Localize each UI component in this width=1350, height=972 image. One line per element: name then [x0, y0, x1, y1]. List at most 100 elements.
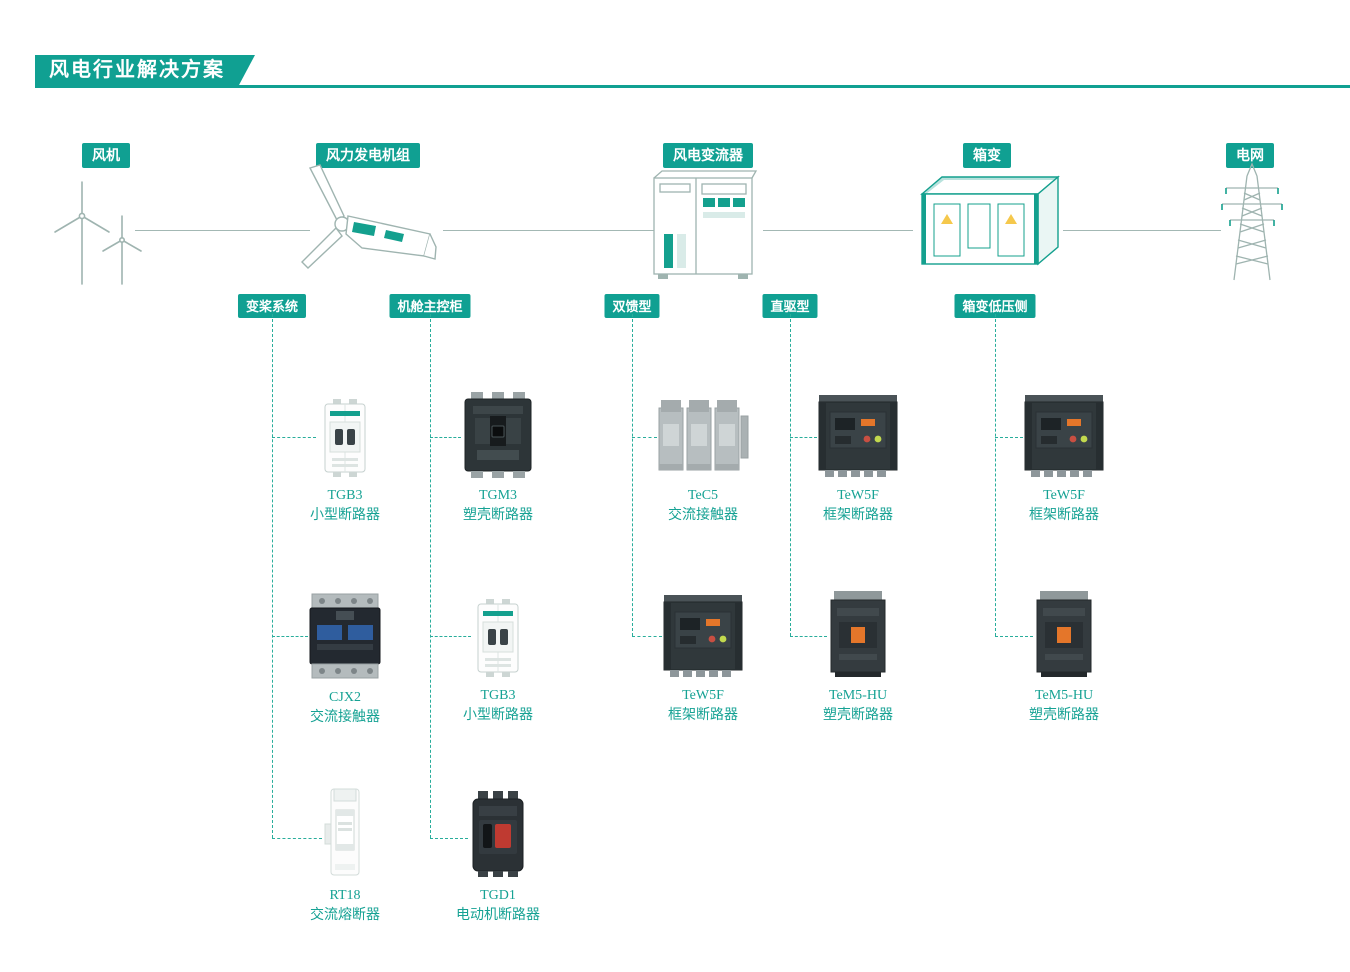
product-model: TeW5F	[837, 488, 879, 503]
converter-cabinet-illustration	[650, 168, 760, 288]
connector-stub	[995, 636, 1033, 637]
nacelle-illustration	[298, 162, 443, 295]
wind-turbines-illustration	[52, 166, 147, 293]
product-model: TGB3	[327, 488, 363, 503]
wind-turbines-icon	[54, 181, 142, 285]
connector-stub	[430, 838, 468, 839]
mccb-product-image	[1033, 590, 1095, 678]
connector-vline-direct-drive	[790, 314, 791, 636]
ac-contactor-product-image	[307, 592, 383, 680]
product-card: TeW5F 框架断路器	[633, 592, 773, 727]
connector-stub	[430, 437, 461, 438]
product-card: RT18 交流熔断器	[275, 786, 415, 927]
mccb-product-image	[827, 590, 889, 678]
connector-stub	[790, 437, 817, 438]
product-type: 交流熔断器	[310, 908, 380, 924]
acb-product-image	[662, 592, 744, 678]
product-type: 小型断路器	[463, 708, 533, 724]
product-model: TeM5-HU	[828, 688, 888, 703]
product-card: TGB3 小型断路器	[428, 598, 568, 727]
column-label-doubly-fed: 双馈型	[604, 294, 660, 318]
connector-vline-box-lv-side	[995, 314, 996, 636]
product-type: 框架断路器	[668, 708, 738, 724]
flow-label-wind-power-converter: 风电变流器	[663, 143, 753, 168]
connector-vline-pitch-system	[272, 314, 273, 838]
column-label-nacelle-main-control-cabinet: 机舱主控柜	[389, 294, 471, 318]
product-caption: RT18 交流熔断器	[275, 886, 415, 927]
product-caption: TeW5F 框架断路器	[633, 686, 773, 727]
product-model: CJX2	[329, 690, 361, 705]
product-caption: TeM5-HU 塑壳断路器	[788, 686, 928, 727]
product-type: 框架断路器	[1029, 508, 1099, 524]
connector-vline-doubly-fed	[632, 314, 633, 636]
column-label-direct-drive: 直驱型	[762, 294, 818, 318]
product-model: TeW5F	[1043, 488, 1085, 503]
product-type: 交流接触器	[310, 710, 380, 726]
product-card: TeM5-HU 塑壳断路器	[788, 590, 928, 727]
mcb-product-image	[471, 598, 525, 678]
flow-connector-line	[135, 230, 310, 231]
nacelle-icon	[301, 164, 437, 269]
box-substation-illustration	[912, 170, 1062, 278]
product-card: TeW5F 框架断路器	[994, 392, 1134, 527]
page-title: 风电行业解决方案	[35, 55, 255, 85]
product-caption: TeW5F 框架断路器	[994, 486, 1134, 527]
fuse-product-image	[322, 786, 368, 878]
product-type: 塑壳断路器	[463, 508, 533, 524]
flow-connector-line	[763, 230, 913, 231]
product-caption: CJX2 交流接触器	[275, 688, 415, 729]
ac-contactor-product-image	[657, 396, 749, 478]
connector-stub	[272, 636, 308, 637]
motor-breaker-product-image	[468, 790, 528, 878]
flow-connector-line	[443, 230, 655, 231]
product-card: TeM5-HU 塑壳断路器	[994, 590, 1134, 727]
product-model: TeM5-HU	[1034, 688, 1094, 703]
mccb-product-image	[461, 392, 535, 478]
product-model: TGD1	[480, 888, 516, 903]
flow-label-wind-turbine: 风机	[82, 143, 130, 168]
connector-stub	[632, 437, 657, 438]
title-underline	[35, 85, 1350, 88]
product-card: TGM3 塑壳断路器	[428, 392, 568, 527]
flow-label-power-grid: 电网	[1226, 143, 1274, 168]
product-model: TeC5	[687, 488, 719, 503]
flow-connector-line	[1063, 230, 1221, 231]
product-caption: TGB3 小型断路器	[428, 686, 568, 727]
mcb-product-image	[318, 398, 372, 478]
product-type: 塑壳断路器	[1029, 708, 1099, 724]
product-type: 小型断路器	[310, 508, 380, 524]
connector-stub	[272, 838, 322, 839]
product-caption: TeC5 交流接触器	[633, 486, 773, 527]
product-card: CJX2 交流接触器	[275, 592, 415, 729]
converter-cabinet-icon	[653, 170, 758, 279]
product-type: 电动机断路器	[456, 908, 540, 924]
transmission-tower-icon	[1221, 162, 1283, 281]
product-card: TGB3 小型断路器	[275, 398, 415, 527]
product-type: 塑壳断路器	[823, 708, 893, 724]
product-type: 框架断路器	[823, 508, 893, 524]
acb-product-image	[1023, 392, 1105, 478]
connector-stub	[995, 437, 1023, 438]
product-caption: TGD1 电动机断路器	[428, 886, 568, 927]
product-card: TGD1 电动机断路器	[428, 790, 568, 927]
product-caption: TeW5F 框架断路器	[788, 486, 928, 527]
connector-stub	[430, 636, 471, 637]
box-substation-icon	[920, 175, 1060, 266]
connector-stub	[632, 636, 662, 637]
flow-label-box-transformer: 箱变	[963, 143, 1011, 168]
connector-stub	[790, 636, 827, 637]
connector-vline-nacelle-cabinet	[430, 314, 431, 838]
acb-product-image	[817, 392, 899, 478]
product-card: TeC5 交流接触器	[633, 396, 773, 527]
transmission-tower-illustration	[1220, 160, 1284, 287]
product-card: TeW5F 框架断路器	[788, 392, 928, 527]
product-model: TGM3	[478, 488, 518, 503]
product-type: 交流接触器	[668, 508, 738, 524]
connector-stub	[272, 437, 316, 438]
product-model: RT18	[329, 888, 361, 903]
product-caption: TGM3 塑壳断路器	[428, 486, 568, 527]
product-caption: TeM5-HU 塑壳断路器	[994, 686, 1134, 727]
product-caption: TGB3 小型断路器	[275, 486, 415, 527]
product-model: TeW5F	[682, 688, 724, 703]
